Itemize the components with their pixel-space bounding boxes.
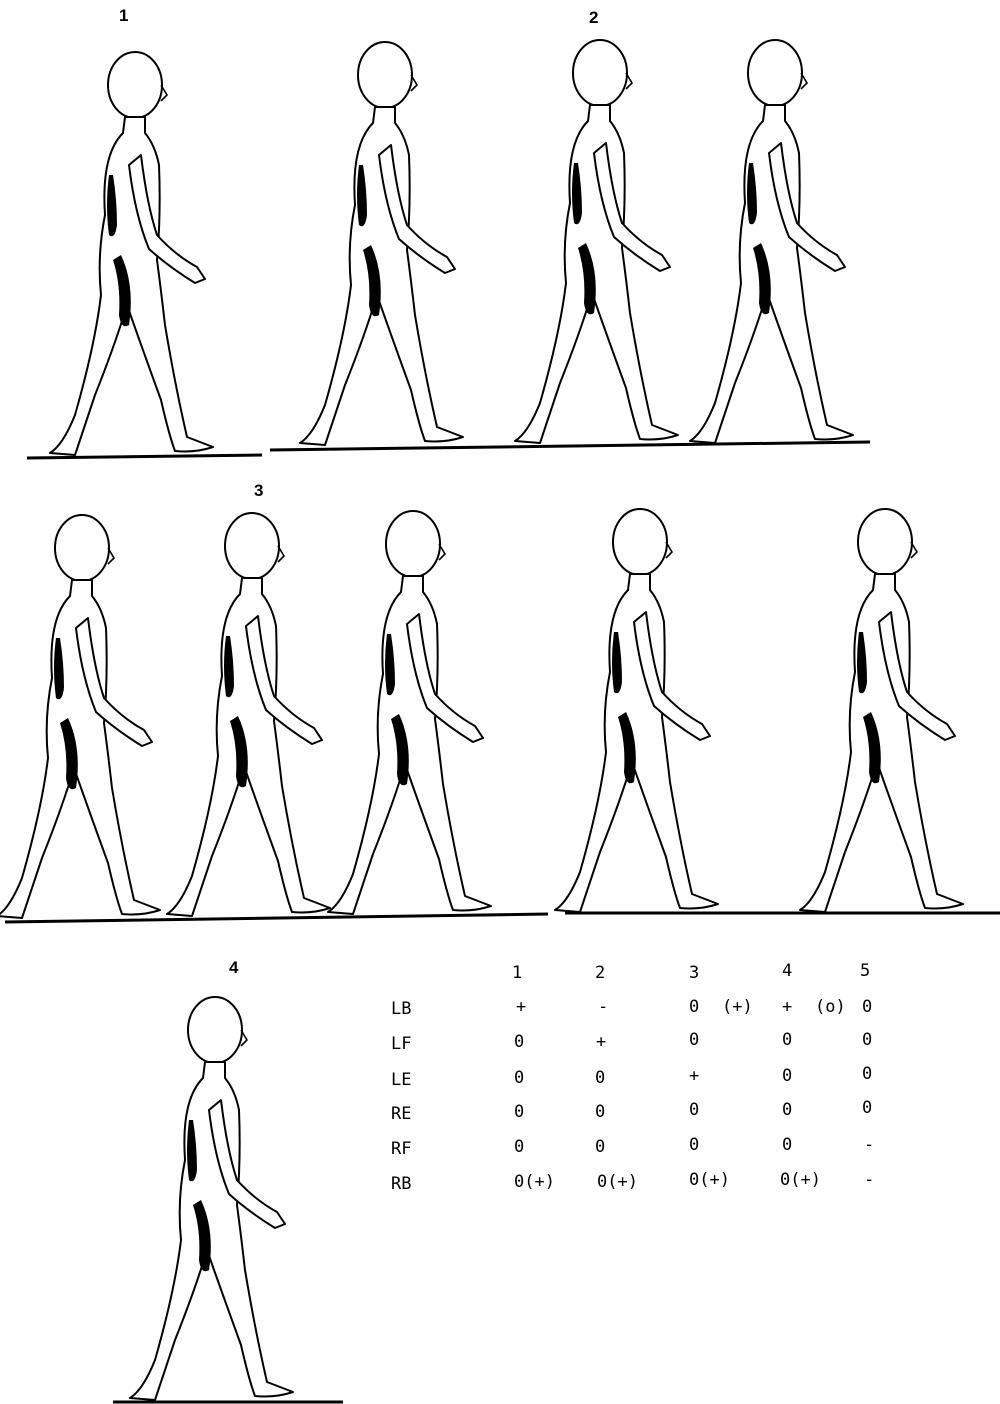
cell-lf-1: 0 — [514, 1032, 524, 1052]
row-label-lb: LB — [391, 999, 411, 1019]
cell-rf-5: - — [864, 1135, 874, 1155]
cell-rb-2: 0(+) — [597, 1172, 638, 1192]
cell-lb-4-alt: (o) — [815, 997, 846, 1017]
row-label-re: RE — [391, 1104, 411, 1124]
cell-lb-1: + — [516, 997, 526, 1017]
cell-rf-2: 0 — [595, 1137, 605, 1157]
column-header-3: 3 — [689, 963, 699, 983]
cell-lf-3: 0 — [689, 1030, 699, 1050]
cell-re-4: 0 — [782, 1100, 792, 1120]
cell-re-1: 0 — [514, 1102, 524, 1122]
cell-re-2: 0 — [595, 1102, 605, 1122]
column-header-1: 1 — [512, 963, 522, 983]
cell-le-1: 0 — [514, 1068, 524, 1088]
walker-figure-3c — [328, 511, 491, 914]
cell-rb-5: - — [864, 1170, 874, 1190]
walker-figure-3e — [800, 509, 963, 912]
cell-lb-4: + — [782, 997, 792, 1017]
cell-rf-3: 0 — [689, 1135, 699, 1155]
ground-line-1 — [27, 455, 262, 458]
column-header-4: 4 — [782, 961, 792, 981]
walker-figure-3d — [555, 509, 718, 912]
walker-figure-3a — [0, 515, 160, 918]
cell-le-2: 0 — [595, 1068, 605, 1088]
cell-lb-2: - — [598, 997, 608, 1017]
walker-figure-2a — [515, 40, 678, 443]
row-label-rf: RF — [391, 1139, 411, 1159]
cell-re-3: 0 — [689, 1100, 699, 1120]
ground-line-2 — [270, 442, 870, 450]
cell-le-4: 0 — [782, 1066, 792, 1086]
walker-figure-1b — [300, 42, 463, 445]
cell-rf-4: 0 — [782, 1135, 792, 1155]
ground-line-3 — [5, 914, 548, 922]
walker-figure-1a — [50, 52, 213, 455]
cell-le-5: 0 — [862, 1064, 872, 1084]
cell-le-3: + — [689, 1066, 699, 1086]
row-label-rb: RB — [391, 1174, 411, 1194]
cell-re-5: 0 — [862, 1098, 872, 1118]
cell-lf-2: + — [596, 1032, 606, 1052]
row-label-le: LE — [391, 1070, 411, 1090]
cell-lf-4: 0 — [782, 1030, 792, 1050]
cell-lf-5: 0 — [862, 1030, 872, 1050]
cell-rb-1: 0(+) — [514, 1172, 555, 1192]
walker-figure-2b — [690, 40, 853, 443]
walker-figure-4 — [130, 997, 293, 1400]
cell-lb-5: 0 — [862, 997, 872, 1017]
cell-rb-3: 0(+) — [689, 1170, 730, 1190]
row-label-lf: LF — [391, 1034, 411, 1054]
column-header-2: 2 — [595, 963, 605, 983]
cell-lb-3-alt: (+) — [722, 997, 753, 1017]
column-header-5: 5 — [860, 961, 870, 981]
walker-figure-3b — [167, 513, 330, 916]
cell-rb-4: 0(+) — [780, 1170, 821, 1190]
cell-rf-1: 0 — [514, 1137, 524, 1157]
cell-lb-3: 0 — [689, 997, 699, 1017]
